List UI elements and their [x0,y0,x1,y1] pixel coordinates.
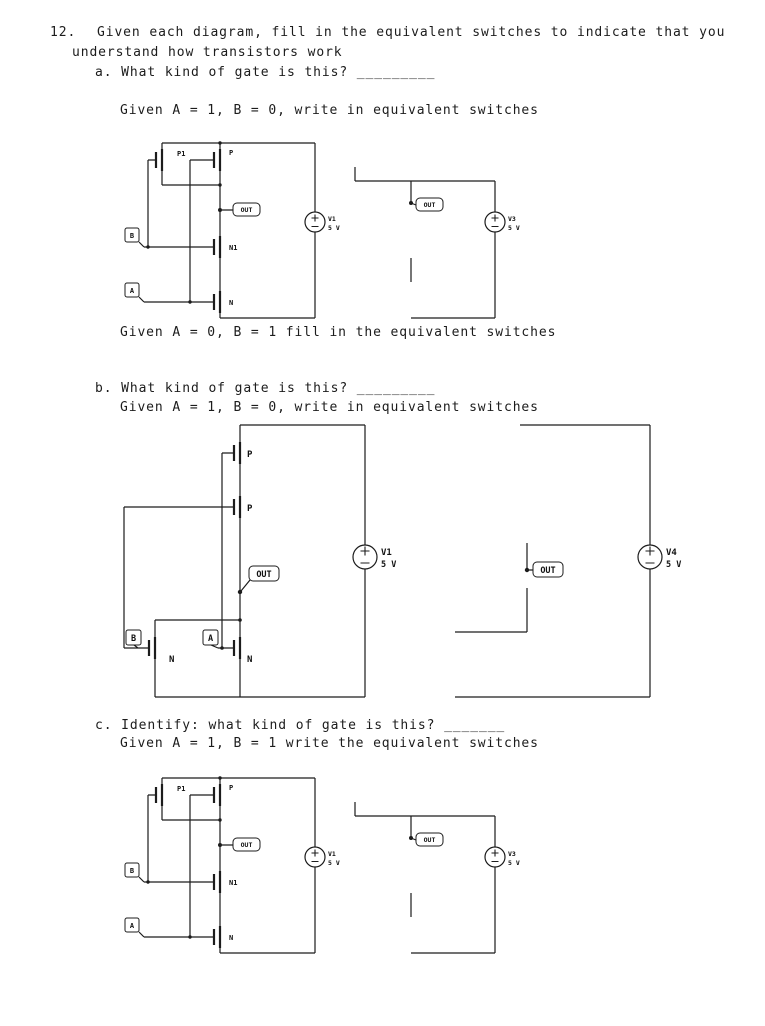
label-p1: P1 [177,785,185,793]
label-n: N [229,299,233,307]
part-a-diagram: P1 P N1 N OUT B A V1 5 V OUT V3 5 V [123,140,520,320]
problem-intro-line2: understand how transistors work [72,45,343,60]
part-c-instruction: Given A = 1, B = 1 write the equivalent … [120,736,539,751]
label-input-b: B [130,232,134,240]
part-a-instruction-bottom: Given A = 0, B = 1 fill in the equivalen… [120,325,557,340]
label-p: P [229,784,233,792]
label-n: N [229,934,233,942]
label-n-right: N [247,655,252,665]
part-b-instruction: Given A = 1, B = 0, write in equivalent … [120,400,539,415]
label-n1: N1 [229,879,237,887]
panel-junction-dots [524,567,530,573]
label-input-a: A [130,287,135,295]
label-input-b: B [131,634,136,644]
nand-circuit-geometry [123,140,507,320]
label-v3: V3 [508,215,516,223]
voltage-source-symbol [352,544,378,570]
label-v1-value: 5 V [328,859,340,867]
input-a-box [202,629,219,646]
label-v3-value: 5 V [508,859,520,867]
label-out: OUT [256,570,271,580]
part-a-labels: P1 P N1 N OUT B A V1 5 V OUT V3 5 V [130,149,520,307]
label-panel-out: OUT [540,566,555,576]
label-p-bottom: P [247,504,253,514]
part-a-instruction-top: Given A = 1, B = 0, write in equivalent … [120,103,539,118]
switch-panel-wires [455,424,651,698]
label-out: OUT [241,841,253,849]
label-panel-out: OUT [424,201,436,209]
part-c-question: c. Identify: what kind of gate is this? … [95,718,506,733]
nor-wires [123,424,366,698]
part-c-labels: P1 P N1 N OUT B A V1 5 V OUT V3 5 V [130,784,520,942]
input-b-box [125,629,142,646]
label-v1-value: 5 V [328,224,340,232]
label-n1: N1 [229,244,237,252]
problem-number: 12. [50,25,77,40]
label-p-top: P [247,450,253,460]
part-c-diagram: P1 P N1 N OUT B A V1 5 V OUT V3 5 V [123,775,520,955]
label-p1: P1 [177,150,185,158]
nand-circuit-geometry [123,775,507,955]
label-v3-value: 5 V [508,224,520,232]
part-b-switch-panel [455,424,663,698]
out-label-box [248,565,280,582]
label-v1-value: 5 V [381,560,396,570]
nor-junction-dots [220,589,243,650]
out-label-box [532,561,564,578]
part-a-question: a. What kind of gate is this? _________ [95,65,436,80]
part-b-labels: P P N N OUT B A V1 5 V OUT V4 5 V [131,450,681,665]
label-v4-value: 5 V [666,560,681,570]
label-input-a: A [208,634,213,644]
label-input-b: B [130,867,134,875]
label-v4: V4 [666,548,677,558]
voltage-source-symbol [637,544,663,570]
label-v3: V3 [508,850,516,858]
label-input-a: A [130,922,135,930]
plus-minus-icon [360,546,370,564]
label-v1: V1 [328,850,336,858]
nor-transistor-bars [147,442,242,659]
label-p: P [229,149,233,157]
label-out: OUT [241,206,253,214]
part-b-question: b. What kind of gate is this? _________ [95,381,436,396]
label-n-left: N [169,655,174,665]
label-v1: V1 [381,548,392,558]
plus-minus-icon [645,546,655,564]
problem-intro-line1: Given each diagram, fill in the equivale… [97,25,726,40]
part-b-diagram: P P N N OUT B A V1 5 V OUT V4 5 V [123,424,681,698]
label-v1: V1 [328,215,336,223]
label-panel-out: OUT [424,836,436,844]
